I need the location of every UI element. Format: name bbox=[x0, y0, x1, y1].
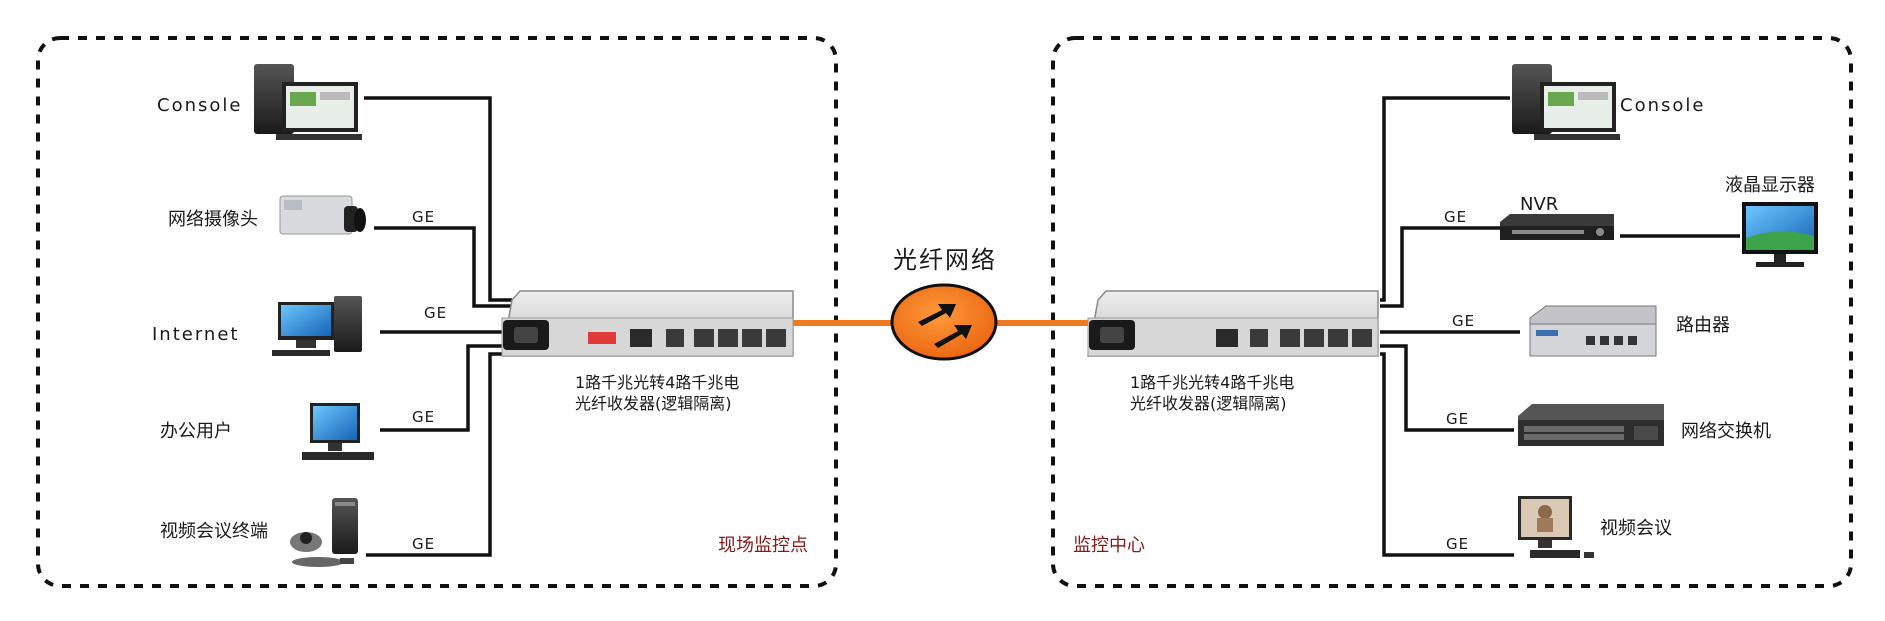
right-transceiver-caption-1: 1路千兆光转4路千兆电 bbox=[1130, 373, 1294, 392]
right-video-conference-label: 视频会议 bbox=[1600, 518, 1672, 539]
left-zone-label: 现场监控点 bbox=[718, 535, 808, 556]
left-internet-icon bbox=[272, 296, 362, 356]
left-office-user-icon bbox=[302, 403, 374, 460]
left-console-icon bbox=[254, 64, 362, 140]
right-wires bbox=[1380, 96, 1740, 557]
right-router-icon bbox=[1529, 305, 1657, 357]
right-lcd-monitor-label: 液晶显示器 bbox=[1725, 175, 1815, 196]
rj45-port-1-icon bbox=[694, 329, 714, 347]
right-zone-label: 监控中心 bbox=[1073, 535, 1145, 556]
right-ge-nvr: GE bbox=[1444, 208, 1467, 226]
console-port-icon bbox=[666, 329, 684, 347]
left-ge-office: GE bbox=[412, 408, 435, 426]
left-internet-label: Internet bbox=[152, 324, 239, 345]
right-video-conference-icon bbox=[1518, 496, 1594, 558]
right-nvr-icon bbox=[1500, 214, 1614, 240]
fiber-port-icon bbox=[630, 329, 652, 347]
rj45-port-3-icon bbox=[742, 329, 762, 347]
right-fiber-transceiver bbox=[1087, 290, 1379, 357]
rj45-port-4-icon bbox=[766, 329, 786, 347]
left-console-label: Console bbox=[157, 95, 242, 116]
right-console-icon bbox=[1512, 64, 1620, 140]
right-lcd-monitor-icon bbox=[1742, 202, 1818, 267]
rj45-port-4-icon bbox=[1352, 329, 1372, 347]
left-video-terminal-label: 视频会议终端 bbox=[160, 521, 268, 542]
rj45-port-3-icon bbox=[1328, 329, 1348, 347]
left-ip-camera-icon bbox=[279, 195, 366, 235]
left-office-user-label: 办公用户 bbox=[160, 421, 232, 442]
left-ge-camera: GE bbox=[412, 208, 435, 226]
dip-switch-icon bbox=[588, 332, 616, 344]
left-ge-internet: GE bbox=[424, 304, 447, 322]
right-ge-switch: GE bbox=[1446, 410, 1469, 428]
left-transceiver-caption-2: 光纤收发器(逻辑隔离) bbox=[575, 394, 732, 413]
right-ge-router: GE bbox=[1452, 312, 1475, 330]
console-port-icon bbox=[1250, 329, 1268, 347]
fiber-port-icon bbox=[1216, 329, 1238, 347]
left-ge-video: GE bbox=[412, 535, 435, 553]
left-transceiver-caption-1: 1路千兆光转4路千兆电 bbox=[575, 373, 739, 392]
right-ge-video: GE bbox=[1446, 535, 1469, 553]
rj45-port-1-icon bbox=[1280, 329, 1300, 347]
left-fiber-transceiver bbox=[501, 290, 794, 357]
left-camera-label: 网络摄像头 bbox=[168, 209, 258, 230]
left-video-terminal-icon bbox=[290, 498, 358, 567]
right-router-label: 路由器 bbox=[1676, 315, 1730, 336]
fiber-network-cloud-icon bbox=[890, 283, 998, 361]
right-nvr-label: NVR bbox=[1520, 194, 1558, 215]
right-console-label: Console bbox=[1620, 95, 1705, 116]
right-switch-icon bbox=[1518, 404, 1664, 446]
fiber-network-label: 光纤网络 bbox=[893, 246, 997, 274]
right-switch-label: 网络交换机 bbox=[1681, 421, 1771, 442]
rj45-port-2-icon bbox=[1304, 329, 1324, 347]
left-wires bbox=[364, 96, 512, 557]
rj45-port-2-icon bbox=[718, 329, 738, 347]
right-transceiver-caption-2: 光纤收发器(逻辑隔离) bbox=[1130, 394, 1287, 413]
